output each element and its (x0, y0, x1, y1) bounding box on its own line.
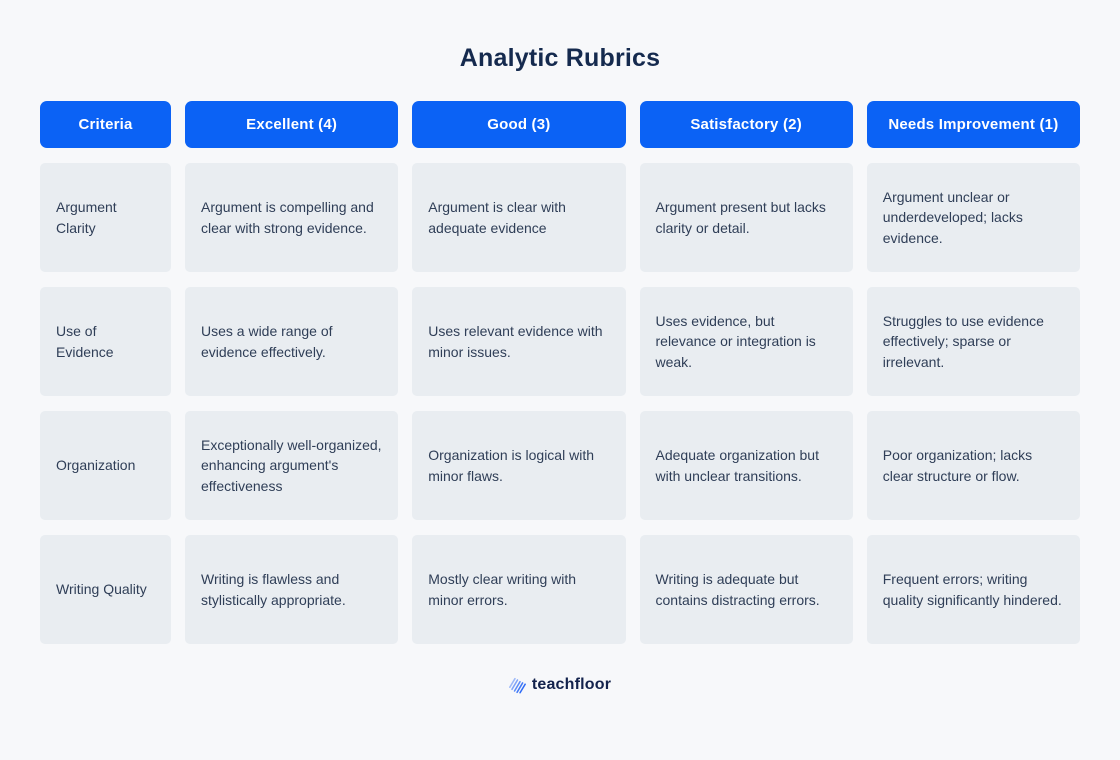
rubric-cell: Uses evidence, but relevance or integrat… (639, 287, 853, 396)
criteria-cell-writing-quality: Writing Quality (40, 535, 171, 644)
column-header-needs-improvement: Needs Improvement (1) (866, 101, 1080, 148)
teachfloor-logo-icon (508, 677, 526, 694)
criteria-cell-use-of-evidence: Use of Evidence (40, 287, 171, 396)
rubric-cell: Argument unclear or underdeveloped; lack… (866, 163, 1080, 272)
rubric-cell: Writing is adequate but contains distrac… (639, 535, 853, 644)
column-header-good: Good (3) (412, 101, 626, 148)
rubric-table: Criteria Excellent (4) Good (3) Satisfac… (40, 101, 1080, 644)
criteria-cell-organization: Organization (40, 411, 171, 520)
rubric-cell: Uses relevant evidence with minor issues… (412, 287, 626, 396)
footer-logo: teachfloor (0, 676, 1120, 694)
rubric-cell: Organization is logical with minor flaws… (412, 411, 626, 520)
rubric-cell: Uses a wide range of evidence effectivel… (185, 287, 399, 396)
rubric-cell: Adequate organization but with unclear t… (639, 411, 853, 520)
column-header-excellent: Excellent (4) (185, 101, 399, 148)
rubric-cell: Struggles to use evidence effectively; s… (866, 287, 1080, 396)
rubric-cell: Poor organization; lacks clear structure… (866, 411, 1080, 520)
rubric-cell: Argument is compelling and clear with st… (185, 163, 399, 272)
column-header-satisfactory: Satisfactory (2) (639, 101, 853, 148)
rubric-cell: Argument present but lacks clarity or de… (639, 163, 853, 272)
rubric-cell: Argument is clear with adequate evidence (412, 163, 626, 272)
rubric-cell: Writing is flawless and stylistically ap… (185, 535, 399, 644)
rubric-cell: Frequent errors; writing quality signifi… (866, 535, 1080, 644)
column-header-criteria: Criteria (40, 101, 171, 148)
rubric-cell: Mostly clear writing with minor errors. (412, 535, 626, 644)
logo-text: teachfloor (531, 676, 612, 693)
criteria-cell-argument-clarity: Argument Clarity (40, 163, 171, 272)
rubric-cell: Exceptionally well-organized, enhancing … (185, 411, 399, 520)
page-title: Analytic Rubrics (459, 44, 661, 72)
